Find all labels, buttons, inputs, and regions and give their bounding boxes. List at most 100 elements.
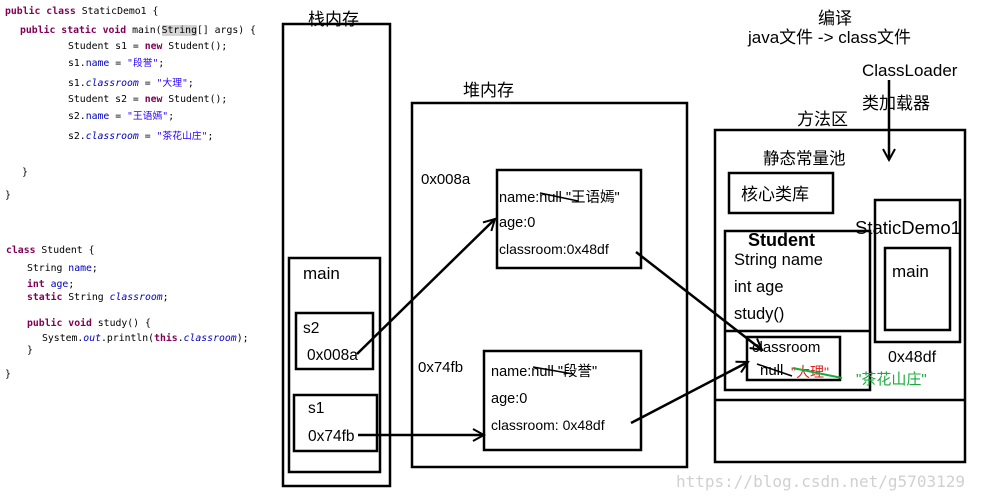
object-2-address: 0x74fb <box>418 359 463 376</box>
code-text: = <box>138 131 157 142</box>
var-s1-box <box>292 393 379 453</box>
code-text: Student { <box>35 245 95 256</box>
code-keyword: void <box>102 25 127 36</box>
code-text: } <box>27 345 33 356</box>
core-library-label: 核心类库 <box>741 185 809 204</box>
code-text: ; <box>91 263 98 274</box>
arrow-object-2-to-classroom <box>630 362 748 425</box>
student-class-title: Student <box>748 230 815 250</box>
code-line: s2.classroom = "茶花山庄"; <box>68 130 213 143</box>
code-string: "大理" <box>156 78 188 89</box>
code-line: } <box>5 368 11 381</box>
code-line: String name; <box>27 262 98 275</box>
student-class-box <box>723 229 872 392</box>
code-static-field: classroom <box>183 333 237 344</box>
code-string: "王语嫣" <box>127 111 169 122</box>
main-class-title: StaticDemo1 <box>855 217 961 238</box>
code-text: Student s1 = <box>68 41 145 52</box>
code-field: name <box>68 263 92 274</box>
object-2-age: age:0 <box>491 391 527 407</box>
code-static-field: classroom <box>109 292 163 303</box>
code-text: main( <box>126 25 162 36</box>
object-2-name: name:null "段誉" <box>491 363 597 380</box>
main-frame-label: main <box>303 264 340 283</box>
classloader-label: ClassLoader <box>862 61 958 80</box>
code-keyword: class <box>46 6 76 17</box>
object-1-address: 0x008a <box>421 171 471 188</box>
static-field-new-string: "茶花山庄" <box>856 370 927 388</box>
code-text: } <box>5 190 11 201</box>
code-text: ; <box>207 131 214 142</box>
object-1-null-strike <box>539 192 579 202</box>
code-line: } <box>5 189 11 202</box>
object-1-age: age:0 <box>499 215 535 231</box>
code-field: age <box>50 279 69 290</box>
code-text: ; <box>187 78 194 89</box>
code-text: = <box>109 111 127 122</box>
student-member-name: String name <box>734 251 823 269</box>
code-line: public void study() { <box>27 317 151 330</box>
code-text: } <box>5 369 11 380</box>
var-s2-box <box>294 311 375 371</box>
code-line: s1.classroom = "大理"; <box>68 77 194 90</box>
student-member-study: study() <box>734 305 784 323</box>
code-text: ; <box>68 279 75 290</box>
code-line: public class StaticDemo1 { <box>5 5 158 18</box>
stack-area <box>281 22 392 488</box>
code-text: StaticDemo1 { <box>75 6 159 17</box>
static-field-old-value: null <box>760 362 783 379</box>
code-string: "段誉" <box>127 58 159 69</box>
code-text: s1. <box>68 58 86 69</box>
code-text: System. <box>42 333 84 344</box>
code-text: } <box>22 167 28 178</box>
code-text: study() { <box>91 318 151 329</box>
code-text: s2. <box>68 111 86 122</box>
stack-title: 栈内存 <box>308 10 359 29</box>
code-panel: public class StaticDemo1 { public static… <box>0 0 278 400</box>
code-keyword: this <box>154 333 178 344</box>
code-keyword: public <box>20 25 56 36</box>
compile-flow: java文件 -> class文件 <box>747 28 911 47</box>
classloader-cn-label: 类加载器 <box>862 94 930 113</box>
code-keyword: static <box>61 25 97 36</box>
code-text: s1. <box>68 78 86 89</box>
code-line: } <box>27 344 33 357</box>
code-line: static String classroom; <box>27 291 169 304</box>
code-keyword: class <box>6 245 36 256</box>
code-keyword: public <box>5 6 41 17</box>
arrow-object-1-to-classroom <box>635 251 762 350</box>
code-text: ; <box>162 292 169 303</box>
object-2-box <box>482 349 643 452</box>
code-keyword: new <box>144 94 163 105</box>
method-area <box>713 128 967 464</box>
code-text: ; <box>168 111 175 122</box>
arrow-s2-to-object-1 <box>356 219 495 355</box>
code-text: String <box>27 263 69 274</box>
method-area-title: 方法区 <box>797 110 848 129</box>
static-field-address: 0x48df <box>888 349 937 366</box>
code-line: Student s1 = new Student(); <box>68 40 227 53</box>
var-s2-ref: 0x008a <box>307 347 358 364</box>
code-line: } <box>22 166 28 179</box>
main-frame <box>287 256 382 474</box>
code-static-field: out <box>83 333 101 344</box>
code-text: = <box>138 78 157 89</box>
static-field-null-strike <box>756 363 793 377</box>
var-s1-ref: 0x74fb <box>308 428 355 445</box>
code-text: [] args) { <box>196 25 256 36</box>
code-static-field: classroom <box>85 131 139 142</box>
code-field: name <box>85 111 110 122</box>
code-line: Student s2 = new Student(); <box>68 93 227 106</box>
var-s2-name: s2 <box>303 320 319 337</box>
main-method-box <box>883 246 952 332</box>
code-field: name <box>85 58 110 69</box>
heap-title: 堆内存 <box>463 81 514 100</box>
code-text: ; <box>158 58 165 69</box>
core-library-box <box>727 171 835 215</box>
constant-pool-label: 静态常量池 <box>763 149 846 168</box>
code-static-field: classroom <box>85 78 139 89</box>
code-line: System.out.println(this.classroom); <box>42 332 248 345</box>
code-text: ); <box>236 333 249 344</box>
code-keyword: static <box>27 292 63 303</box>
